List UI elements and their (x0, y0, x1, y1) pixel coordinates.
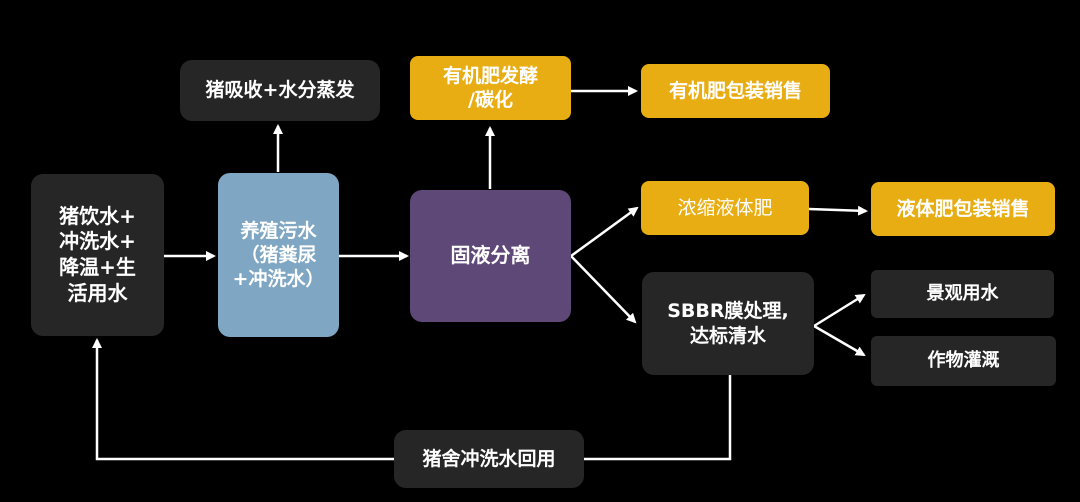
node-wastewater-label: 养殖污水 （猪粪尿 +冲洗水） (232, 219, 325, 291)
node-crop-irrigation: 作物灌溉 (871, 336, 1056, 386)
node-solid-liquid-separation: 固液分离 (410, 190, 571, 322)
node-concentrated-liquid-label: 浓缩液体肥 (677, 196, 773, 219)
node-reuse-flush-water: 猪舍冲洗水回用 (394, 430, 584, 488)
node-sbbr-treatment-label: SBBR膜处理, 达标清水 (667, 300, 789, 347)
cropped-title-fragment (415, 0, 635, 1)
node-concentrated-liquid: 浓缩液体肥 (641, 181, 809, 235)
node-reuse-flush-water-label: 猪舍冲洗水回用 (422, 447, 556, 470)
node-organic-sale-label: 有机肥包装销售 (668, 79, 802, 102)
node-organic-sale: 有机肥包装销售 (641, 64, 830, 118)
node-liquid-sale-label: 液体肥包装销售 (896, 197, 1030, 220)
arrow-concentrate-to-liquid-sale (808, 205, 868, 216)
node-absorb-evaporate-label: 猪吸收+水分蒸发 (205, 79, 355, 102)
node-landscape-water: 景观用水 (871, 270, 1054, 318)
arrow-sbbr-to-landscape (813, 293, 866, 328)
node-source-water: 猪饮水+ 冲洗水+ 降温+生 活用水 (31, 174, 164, 336)
node-wastewater: 养殖污水 （猪粪尿 +冲洗水） (218, 173, 339, 337)
node-organic-ferment-label: 有机肥发酵 /碳化 (442, 64, 538, 111)
arrow-reuse-to-source (92, 338, 394, 461)
node-liquid-sale: 液体肥包装销售 (871, 182, 1055, 236)
node-source-water-label: 猪饮水+ 冲洗水+ 降温+生 活用水 (59, 203, 136, 305)
arrow-separation-to-concentrate (570, 206, 639, 258)
node-landscape-water-label: 景观用水 (926, 283, 999, 305)
node-organic-ferment: 有机肥发酵 /碳化 (410, 56, 571, 120)
arrow-separation-to-sbbr (570, 255, 637, 324)
node-absorb-evaporate: 猪吸收+水分蒸发 (180, 60, 380, 121)
node-crop-irrigation-label: 作物灌溉 (927, 350, 1000, 372)
arrow-sbbr-to-irrigation (813, 324, 866, 357)
arrow-sbbr-to-reuse (584, 375, 732, 461)
node-sbbr-treatment: SBBR膜处理, 达标清水 (642, 272, 814, 375)
node-solid-liquid-separation-label: 固液分离 (450, 243, 531, 268)
